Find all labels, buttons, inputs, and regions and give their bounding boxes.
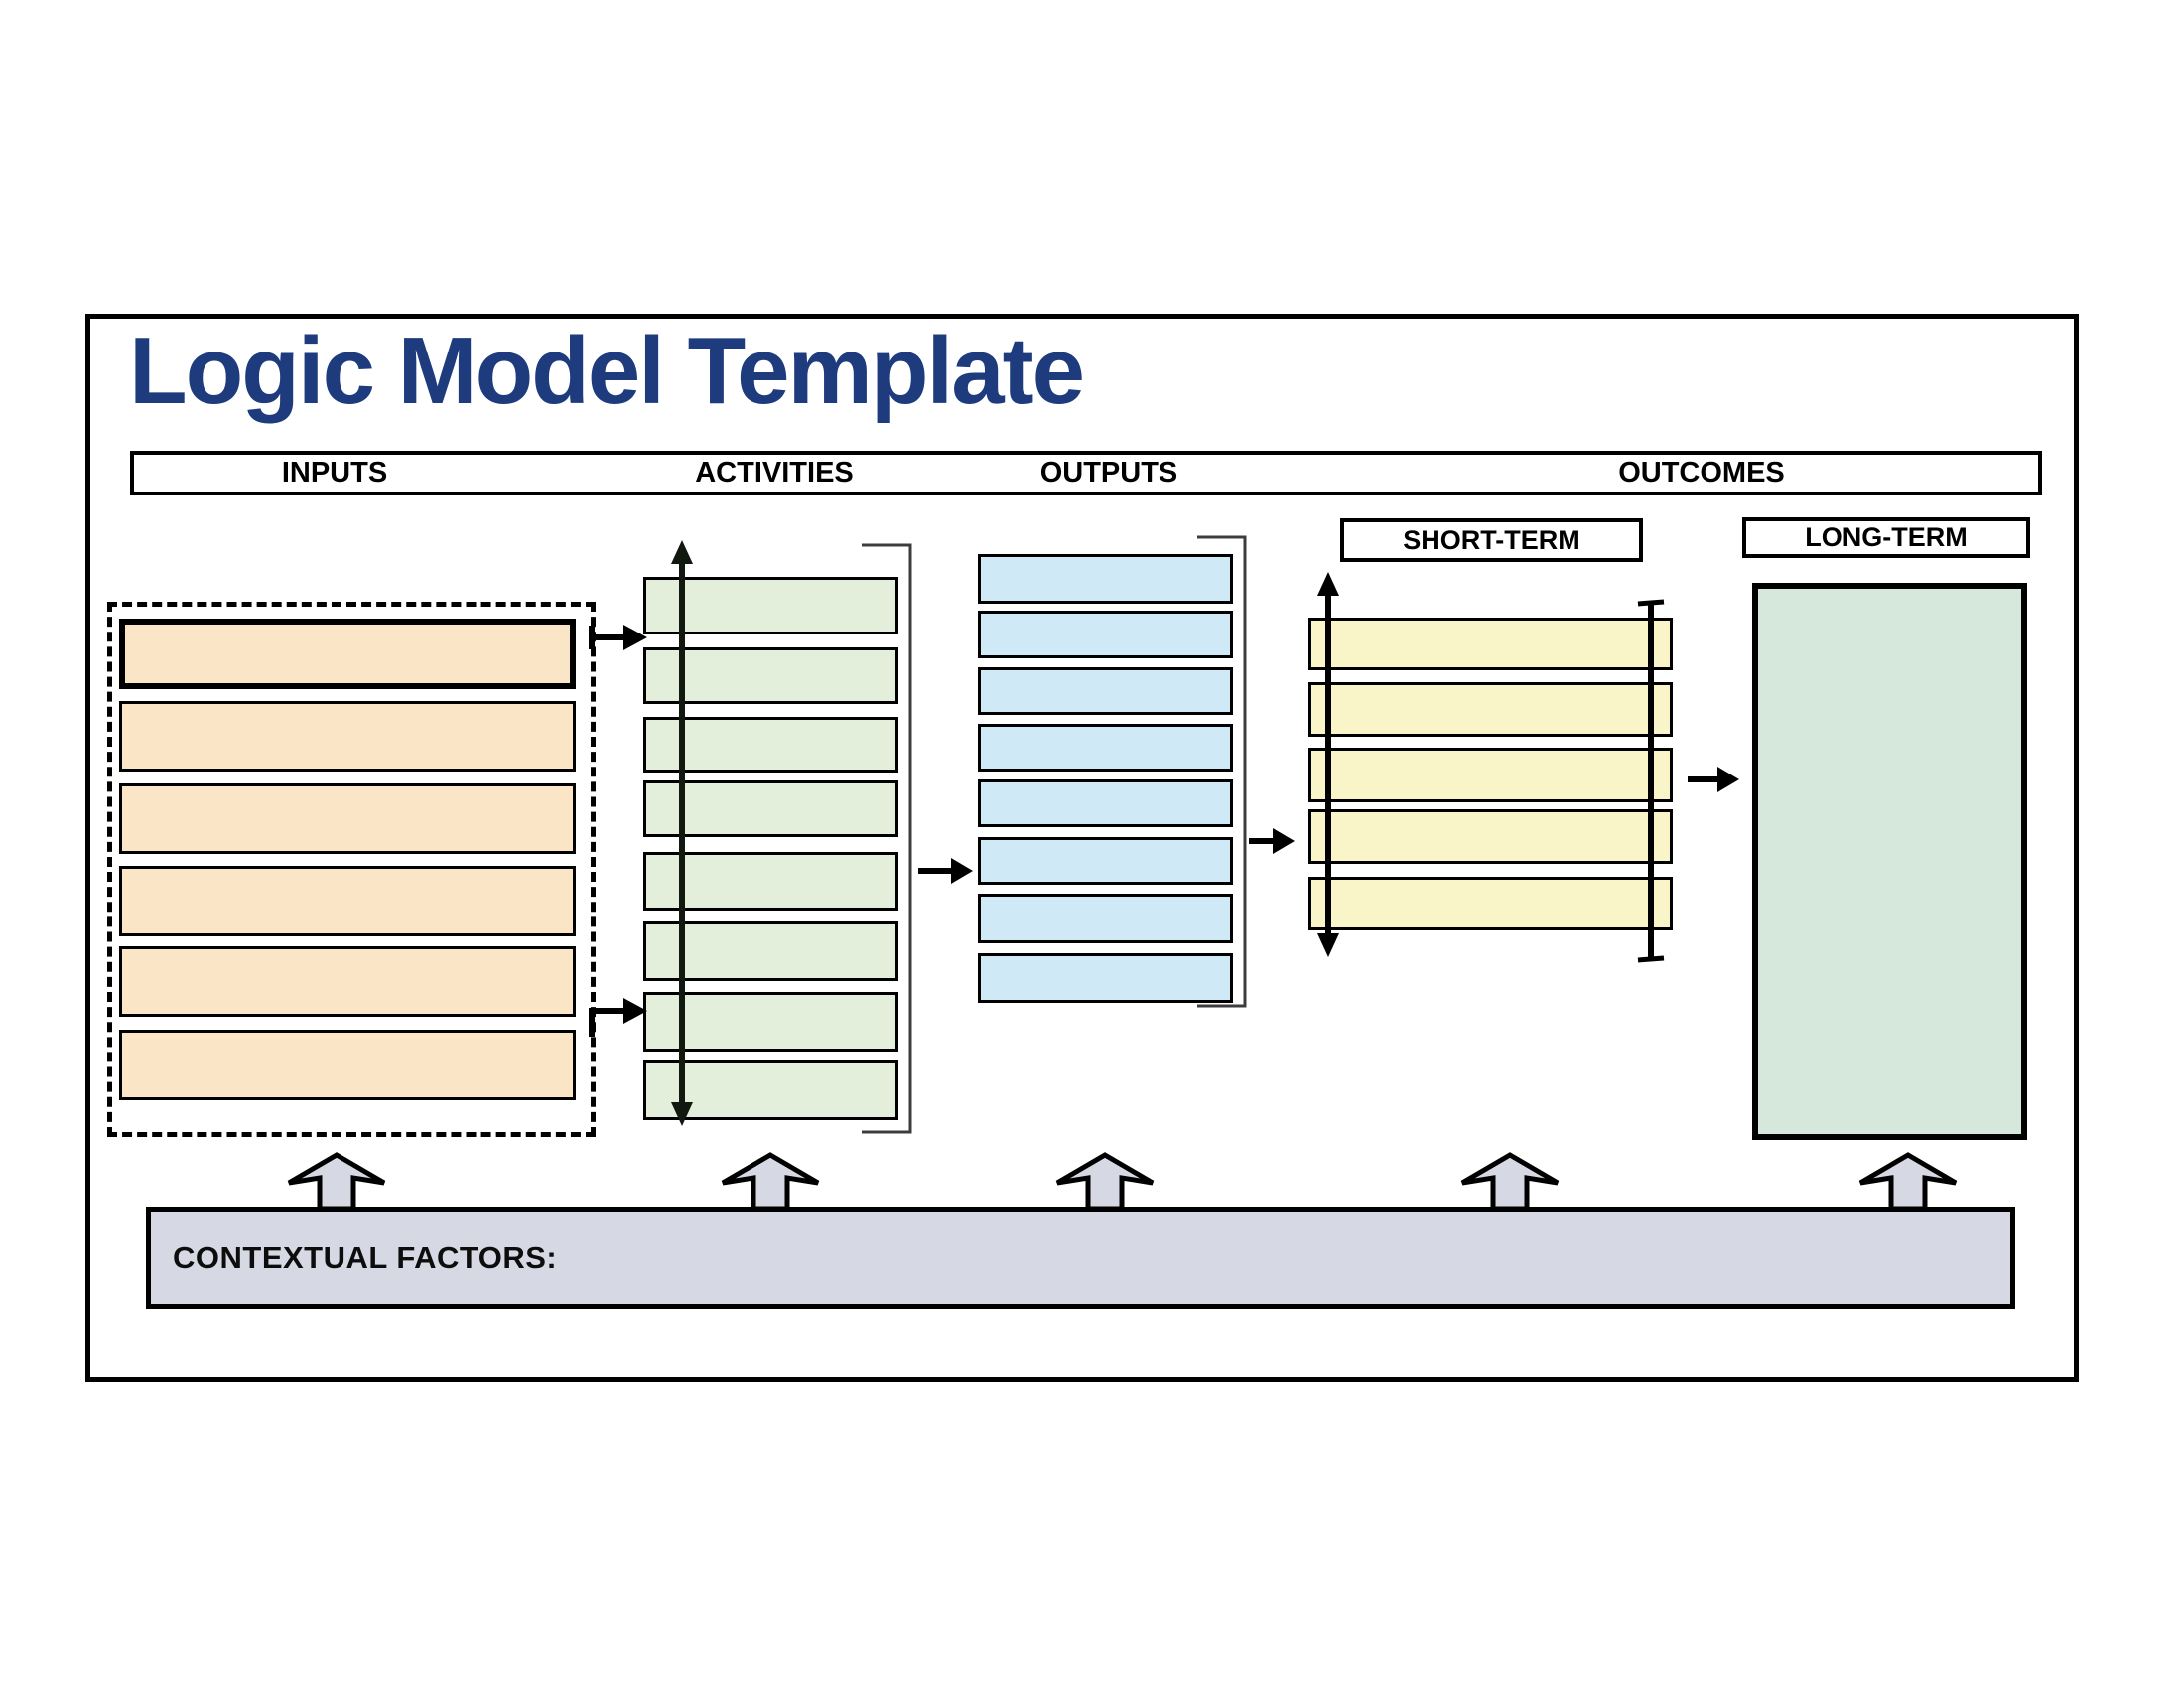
short-term-outcome-slot	[1308, 748, 1673, 802]
input-slot	[119, 783, 576, 854]
header-label-outputs: OUTPUTS	[1039, 457, 1178, 489]
input-slot	[119, 701, 576, 772]
input-slot	[119, 866, 576, 936]
activity-slot	[643, 717, 898, 773]
long-term-label-box: LONG-TERM	[1742, 517, 2030, 558]
output-slot	[978, 611, 1233, 658]
header-label-inputs: INPUTS	[281, 457, 388, 489]
input-slot	[119, 1030, 576, 1100]
activity-slot	[643, 1060, 898, 1120]
activity-slot	[643, 780, 898, 837]
header-label-activities: ACTIVITIES	[695, 457, 854, 489]
long-term-label: LONG-TERM	[1805, 522, 1968, 552]
output-slot	[978, 953, 1233, 1003]
short-term-outcome-slot	[1308, 809, 1673, 864]
output-slot	[978, 667, 1233, 715]
short-term-outcome-slot	[1308, 877, 1673, 930]
long-term-outcome-box	[1752, 583, 2027, 1140]
page-title: Logic Model Template	[129, 318, 1085, 424]
input-slot	[119, 619, 576, 689]
activity-slot	[643, 577, 898, 634]
activity-slot	[643, 647, 898, 704]
short-term-label-box: SHORT-TERM	[1340, 518, 1643, 562]
column-header-bar: INPUTS ACTIVITIES OUTPUTS OUTCOMES	[130, 451, 2042, 495]
figure-border	[85, 314, 2079, 1382]
activity-slot	[643, 921, 898, 981]
inputs-dashed-container	[107, 602, 596, 1137]
output-slot	[978, 894, 1233, 943]
output-slot	[978, 779, 1233, 827]
short-term-label: SHORT-TERM	[1403, 524, 1580, 555]
activity-slot	[643, 992, 898, 1052]
contextual-factors-label: CONTEXTUAL FACTORS:	[173, 1240, 558, 1275]
contextual-factors-bar: CONTEXTUAL FACTORS:	[146, 1207, 2015, 1309]
short-term-outcome-slot	[1308, 682, 1673, 737]
header-label-outcomes: OUTCOMES	[1618, 457, 1785, 489]
input-slot	[119, 946, 576, 1017]
activity-slot	[643, 852, 898, 911]
output-slot	[978, 837, 1233, 885]
short-term-outcome-slot	[1308, 618, 1673, 670]
output-slot	[978, 554, 1233, 604]
output-slot	[978, 724, 1233, 772]
